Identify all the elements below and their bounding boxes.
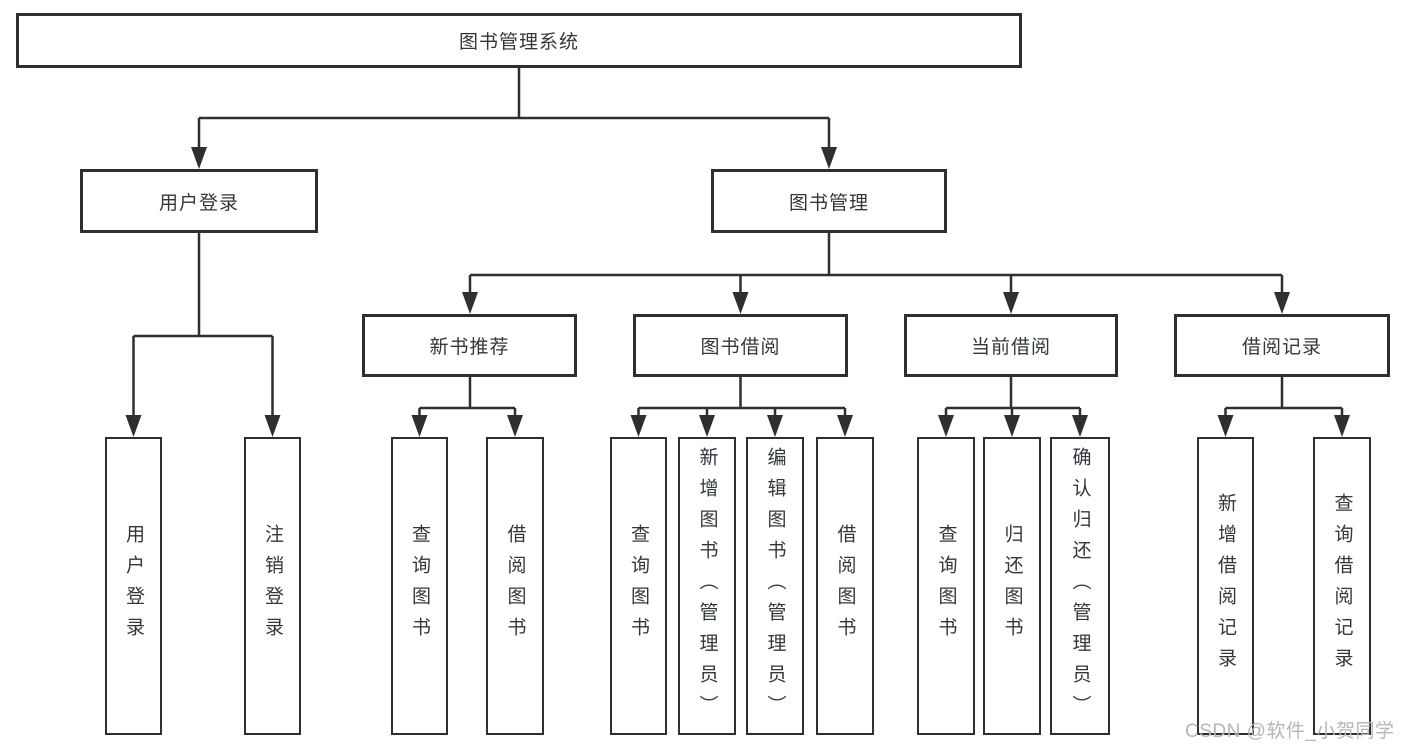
arrow-icon [1003, 292, 1019, 314]
leaf-borrow-book-new: 借阅图书 [486, 437, 544, 735]
connector-root-to-level2 [197, 68, 831, 149]
arrow-icon [411, 415, 428, 437]
arrow-icon [732, 292, 749, 314]
connector-new-book-children [418, 377, 517, 417]
arrow-icon [1217, 415, 1234, 437]
arrow-icon [191, 147, 207, 169]
node-current-borrow: 当前借阅 [904, 314, 1118, 377]
arrow-icon [125, 415, 142, 437]
leaf-add-book-admin: 新增图书（管理员） [678, 437, 736, 735]
connector-book-borrow-children [637, 377, 847, 417]
arrow-icon [1334, 415, 1350, 437]
leaf-confirm-return-admin: 确认归还（管理员） [1050, 437, 1110, 735]
arrow-icon [821, 147, 837, 169]
arrow-icon [767, 415, 783, 437]
arrow-icon [1274, 292, 1290, 314]
leaf-return-book: 归还图书 [983, 437, 1041, 735]
leaf-query-book-new: 查询图书 [391, 437, 448, 735]
connector-borrow-records-children [1224, 377, 1344, 417]
leaf-add-borrow-record: 新增借阅记录 [1197, 437, 1254, 735]
node-borrow-records: 借阅记录 [1174, 314, 1390, 377]
arrow-icon [1004, 415, 1020, 437]
arrow-icon [630, 415, 647, 437]
csdn-watermark: CSDN @软件_小贺同学 [1185, 721, 1395, 742]
arrow-icon [507, 415, 523, 437]
leaf-borrow-book-2: 借阅图书 [816, 437, 874, 735]
arrow-icon [1072, 415, 1088, 437]
connector-current-borrow-children [944, 377, 1082, 417]
node-new-book-recommend: 新书推荐 [362, 314, 577, 377]
arrow-icon [462, 292, 478, 314]
arrow-icon [699, 415, 715, 437]
arrow-icon [837, 415, 853, 437]
arrow-icon [938, 415, 954, 437]
connector-user-login-children [132, 233, 274, 417]
leaf-logout: 注销登录 [244, 437, 301, 735]
node-book-borrow: 图书借阅 [633, 314, 848, 377]
leaf-user-login: 用户登录 [105, 437, 162, 735]
arrowheads [125, 147, 1350, 437]
node-user-login: 用户登录 [80, 169, 318, 233]
node-book-management: 图书管理 [711, 169, 947, 233]
node-root: 图书管理系统 [16, 13, 1022, 68]
arrow-icon [264, 415, 281, 437]
leaf-query-book-borrow: 查询图书 [610, 437, 667, 735]
connector-book-mgmt-children [468, 233, 1284, 294]
leaf-edit-book-admin: 编辑图书（管理员） [746, 437, 804, 735]
leaf-query-book-current: 查询图书 [917, 437, 975, 735]
leaf-query-borrow-record: 查询借阅记录 [1313, 437, 1371, 735]
